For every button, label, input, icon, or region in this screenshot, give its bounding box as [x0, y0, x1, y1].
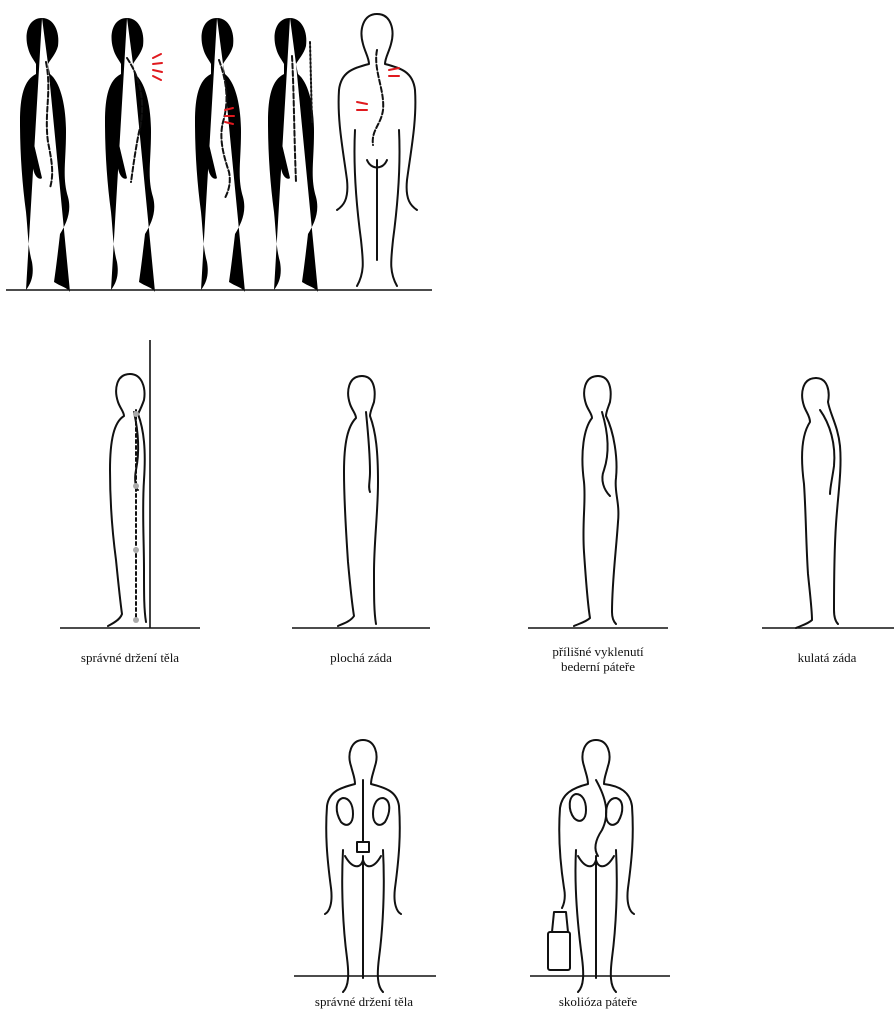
- figure-correct-posture-back: [325, 740, 401, 992]
- strain-marks-upper-back: [153, 54, 162, 80]
- figure-kyphosis: [105, 18, 162, 292]
- caption-correct-posture-back: správné držení těla: [284, 994, 444, 1009]
- figure-back-view-scoliosis: [337, 14, 417, 286]
- figure-lordosis-side: [574, 376, 618, 626]
- middle-row: [60, 340, 894, 628]
- figure-normal-spine: [20, 18, 70, 292]
- caption-flat-back: plochá záda: [296, 650, 426, 665]
- caption-lordosis-line2: bederní páteře: [528, 659, 668, 674]
- caption-scoliosis: skolióza páteře: [528, 994, 668, 1009]
- figure-correct-posture-side: [108, 340, 150, 628]
- caption-round-back: kulatá záda: [762, 650, 892, 665]
- top-panel: [6, 14, 432, 292]
- caption-lordosis-line1: přílišné vyklenutí: [528, 644, 668, 659]
- bottom-row: [294, 740, 670, 992]
- figure-flat-back: [268, 18, 318, 292]
- figure-scoliosis-back: [548, 740, 634, 992]
- caption-correct-posture-side: správné držení těla: [50, 650, 210, 665]
- figure-round-back-side: [796, 378, 841, 628]
- figure-flat-back-side: [338, 376, 378, 626]
- figure-lordosis: [195, 18, 245, 292]
